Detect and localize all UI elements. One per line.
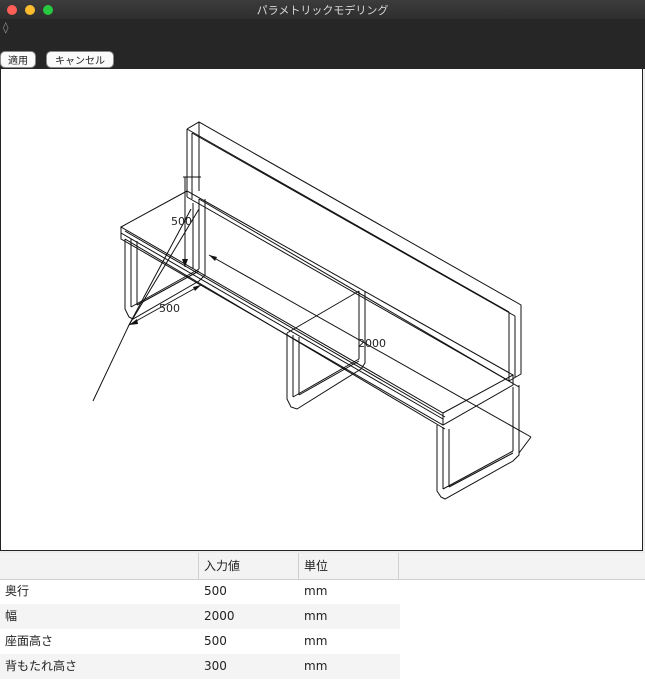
param-unit: mm bbox=[304, 609, 328, 623]
apply-button[interactable]: 適用 bbox=[1, 52, 35, 67]
model-viewport[interactable]: 500 500 2000 bbox=[0, 69, 643, 551]
minimize-window-button[interactable] bbox=[25, 5, 35, 15]
param-value[interactable]: 500 bbox=[204, 634, 227, 648]
param-name: 座面高さ bbox=[5, 634, 54, 648]
seat-height-dimension-label: 500 bbox=[159, 302, 180, 315]
table-row[interactable]: 幅 2000 mm bbox=[0, 604, 400, 629]
table-header: 入力値 単位 bbox=[0, 553, 645, 580]
table-row[interactable]: 奥行 500 mm bbox=[0, 579, 400, 604]
zoom-window-button[interactable] bbox=[43, 5, 53, 15]
window-controls bbox=[7, 5, 53, 15]
param-value[interactable]: 300 bbox=[204, 659, 227, 673]
window-title: パラメトリックモデリング bbox=[256, 4, 389, 17]
close-window-button[interactable] bbox=[7, 5, 17, 15]
param-unit: mm bbox=[304, 584, 328, 598]
param-value[interactable]: 500 bbox=[204, 584, 227, 598]
param-value[interactable]: 2000 bbox=[204, 609, 235, 623]
param-name: 奥行 bbox=[5, 584, 30, 598]
cancel-button[interactable]: キャンセル bbox=[47, 52, 113, 67]
depth-dimension-label: 500 bbox=[171, 215, 192, 228]
parameter-table[interactable]: 入力値 単位 奥行 500 mm 幅 2000 mm 座面高さ 500 mm 背… bbox=[0, 553, 645, 689]
param-unit: mm bbox=[304, 659, 328, 673]
param-name: 幅 bbox=[5, 609, 18, 623]
toolbar: ◊ 適用 キャンセル bbox=[0, 19, 645, 69]
param-unit: mm bbox=[304, 634, 328, 648]
drag-handle-icon[interactable]: ◊ bbox=[3, 21, 9, 34]
bench-wireframe: 500 500 2000 bbox=[92, 121, 532, 500]
column-header-name[interactable] bbox=[0, 553, 199, 579]
table-row[interactable]: 座面高さ 500 mm bbox=[0, 629, 400, 654]
column-header-unit[interactable]: 単位 bbox=[299, 553, 399, 579]
param-name: 背もたれ高さ bbox=[5, 659, 78, 673]
title-bar: パラメトリックモデリング bbox=[0, 0, 645, 19]
column-header-input-value[interactable]: 入力値 bbox=[199, 553, 299, 579]
table-row[interactable]: 背もたれ高さ 300 mm bbox=[0, 654, 400, 679]
width-dimension-label: 2000 bbox=[358, 337, 386, 350]
